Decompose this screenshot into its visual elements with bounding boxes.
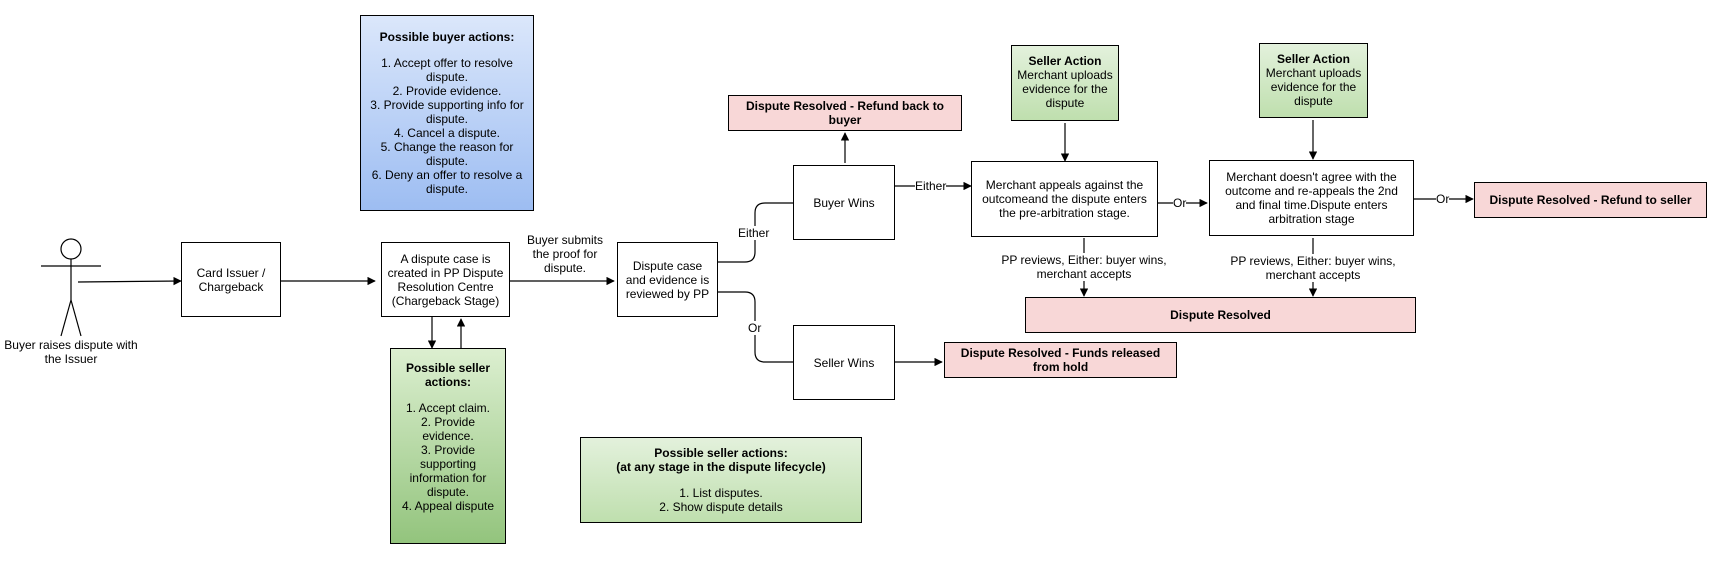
buyer-actor-icon xyxy=(41,238,101,337)
pp-reviews-label-2: PP reviews, Either: buyer wins, merchant… xyxy=(1223,254,1403,282)
edge-buyer-to-issuer xyxy=(77,276,182,286)
seller-action-1-body: Merchant uploads evidence for the disput… xyxy=(1017,68,1113,110)
seller-actions-chargeback-title: Possible seller actions: xyxy=(405,361,491,389)
buyer-wins-node: Buyer Wins xyxy=(793,165,895,240)
or-label: Or xyxy=(748,321,762,335)
buyer-action-item: 4. Cancel a dispute. xyxy=(393,126,501,140)
seller-action-1-node: Seller Action Merchant uploads evidence … xyxy=(1011,45,1119,121)
merchant-appeals-node: Merchant appeals against the outcomeand … xyxy=(971,161,1158,237)
or-reappeal-label: Or xyxy=(1173,196,1187,210)
buyer-action-item: 2. Provide evidence. xyxy=(392,84,502,98)
seller-action-2-title: Seller Action xyxy=(1277,52,1350,66)
dispute-resolved-node: Dispute Resolved xyxy=(1025,297,1416,333)
refund-seller-node: Dispute Resolved - Refund to seller xyxy=(1474,182,1707,218)
funds-released-node: Dispute Resolved - Funds released from h… xyxy=(944,342,1177,378)
dispute-reviewed-node: Dispute case and evidence is reviewed by… xyxy=(617,242,718,317)
seller-action-2-node: Seller Action Merchant uploads evidence … xyxy=(1259,43,1368,118)
buyer-submits-label: Buyer submits the proof for dispute. xyxy=(524,233,606,275)
seller-action-item: 3. Provide supporting information for di… xyxy=(409,443,487,499)
seller-actions-any-title: Possible seller actions: xyxy=(654,446,788,460)
seller-action-item: 1. Accept claim. xyxy=(405,401,491,415)
seller-actions-any-panel: Possible seller actions: (at any stage i… xyxy=(580,437,862,523)
seller-action-item: 2. Provide evidence. xyxy=(420,415,476,443)
dispute-case-created-node: A dispute case is created in PP Dispute … xyxy=(381,242,510,317)
either-appeal-label: Either xyxy=(915,179,947,193)
or-refund-seller-label: Or xyxy=(1436,192,1450,206)
either-label: Either xyxy=(738,226,770,240)
buyer-action-item: 3. Provide supporting info for dispute. xyxy=(370,98,524,126)
seller-any-action-item: 1. List disputes. xyxy=(679,486,763,500)
buyer-actions-panel: Possible buyer actions: 1. Accept offer … xyxy=(360,15,534,211)
seller-action-2-body: Merchant uploads evidence for the disput… xyxy=(1265,66,1362,108)
buyer-actor-label: Buyer raises dispute with the Issuer xyxy=(4,338,138,366)
seller-actions-any-subtitle: (at any stage in the dispute lifecycle) xyxy=(616,460,826,474)
seller-wins-node: Seller Wins xyxy=(793,325,895,400)
seller-actions-chargeback-panel: Possible seller actions: 1. Accept claim… xyxy=(390,348,506,544)
buyer-action-item: 6. Deny an offer to resolve a dispute. xyxy=(371,168,523,196)
buyer-action-item: 1. Accept offer to resolve dispute. xyxy=(381,56,513,84)
seller-action-1-title: Seller Action xyxy=(1028,54,1102,68)
refund-buyer-node: Dispute Resolved - Refund back to buyer xyxy=(728,95,962,131)
card-issuer-node: Card Issuer / Chargeback xyxy=(181,242,281,317)
buyer-action-item: 5. Change the reason for dispute. xyxy=(380,140,514,168)
seller-any-action-item: 2. Show dispute details xyxy=(659,500,783,514)
merchant-reappeals-node: Merchant doesn't agree with the outcome … xyxy=(1209,160,1414,236)
buyer-actions-title: Possible buyer actions: xyxy=(379,30,515,44)
seller-action-item: 4. Appeal dispute xyxy=(401,499,495,513)
pp-reviews-label-1: PP reviews, Either: buyer wins, merchant… xyxy=(994,253,1174,281)
